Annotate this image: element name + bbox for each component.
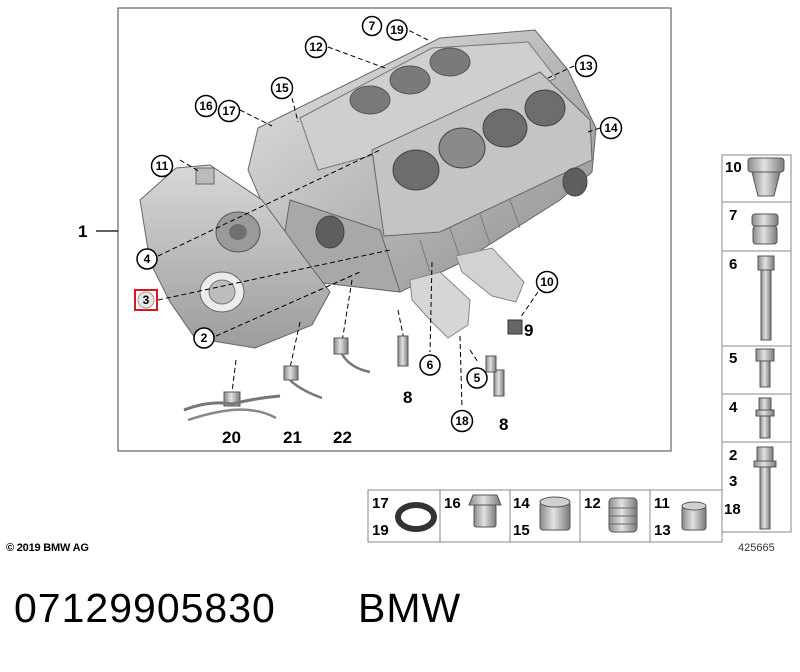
callout-c13: 13: [574, 54, 598, 78]
svg-text:12: 12: [309, 40, 323, 54]
label-9: 9: [524, 321, 533, 340]
svg-text:14: 14: [604, 121, 618, 135]
callout-c2: 2: [193, 327, 215, 349]
threaded-plug-icon: [608, 497, 638, 533]
label-22: 22: [333, 428, 352, 447]
bottom-legend-14: 14: [513, 495, 530, 512]
callout-c3-highlighted[interactable]: 3: [134, 289, 158, 311]
callout-c12: 12: [304, 35, 328, 59]
callout-c4: 4: [136, 248, 158, 270]
callout-c16: 16: [194, 94, 218, 118]
screw-plug-icon: [468, 494, 502, 528]
callout-c18: 18: [450, 409, 474, 433]
part-number: 07129905830: [14, 585, 276, 631]
svg-text:18: 18: [455, 414, 469, 428]
o-ring-icon: [395, 502, 437, 532]
diagram-id: 425665: [738, 542, 775, 554]
svg-text:19: 19: [390, 23, 404, 37]
side-legend: 10 7 6 5 4 2 3 18: [721, 154, 792, 533]
diagram-frame: [117, 7, 672, 452]
label-8-left: 8: [403, 388, 412, 407]
bottom-legend-13: 13: [654, 522, 671, 539]
callout-c10: 10: [535, 270, 559, 294]
plug-nut-icon: [747, 157, 785, 197]
callout-c15: 15: [270, 76, 294, 100]
svg-text:3: 3: [143, 293, 150, 307]
long-bolt-icon: [757, 255, 775, 341]
side-legend-7: 7: [729, 207, 737, 224]
bottom-legend-11: 11: [654, 495, 670, 512]
oil-nozzles: [183, 319, 523, 422]
side-legend-2: 2: [729, 447, 737, 464]
leader-lines: [157, 25, 601, 409]
svg-text:10: 10: [540, 275, 554, 289]
long-flange-bolt-icon: [753, 446, 777, 530]
side-legend-10: 10: [725, 159, 742, 176]
callout-c6: 6: [419, 354, 441, 376]
svg-text:13: 13: [579, 59, 593, 73]
label-21: 21: [283, 428, 302, 447]
bottom-legend-16: 16: [444, 495, 461, 512]
svg-text:15: 15: [275, 81, 289, 95]
callout-c7: 7: [361, 15, 383, 37]
callout-c5: 5: [466, 367, 488, 389]
callout-c11: 11: [150, 154, 174, 178]
brackets: [409, 247, 525, 339]
side-legend-6: 6: [729, 256, 737, 273]
short-bolt-icon: [755, 348, 775, 388]
svg-text:17: 17: [222, 104, 236, 118]
stud-bolt-icon: [755, 397, 775, 439]
copyright-notice: © 2019 BMW AG: [6, 542, 89, 554]
label-20: 20: [222, 428, 241, 447]
screw-plug-icon: [751, 213, 779, 245]
bottom-legend: 17 19 16 14 15 12 11 13: [367, 489, 723, 543]
side-legend-18: 18: [724, 501, 741, 518]
side-legend-5: 5: [729, 350, 737, 367]
callout-c14: 14: [599, 116, 623, 140]
timing-cover: [139, 164, 331, 349]
svg-text:4: 4: [144, 252, 151, 266]
svg-text:11: 11: [156, 159, 169, 173]
side-legend-3: 3: [729, 473, 737, 490]
bottom-legend-15: 15: [513, 522, 530, 539]
label-8-right: 8: [499, 415, 508, 434]
svg-text:5: 5: [474, 371, 481, 385]
bottom-legend-17: 17: [372, 495, 389, 512]
bottom-legend-12: 12: [584, 495, 601, 512]
assembly-label: 1: [78, 222, 87, 241]
side-legend-4: 4: [729, 399, 738, 416]
svg-text:6: 6: [427, 358, 434, 372]
callout-c17: 17: [217, 99, 241, 123]
sleeve-icon: [539, 496, 571, 531]
brand-name: BMW: [358, 585, 462, 631]
engine-block: [247, 29, 597, 293]
bottom-legend-19: 19: [372, 522, 389, 539]
callout-c19: 19: [386, 19, 408, 41]
svg-text:16: 16: [199, 99, 213, 113]
svg-text:7: 7: [369, 19, 376, 33]
dowel-sleeve-icon: [681, 501, 707, 531]
svg-text:2: 2: [201, 331, 208, 345]
